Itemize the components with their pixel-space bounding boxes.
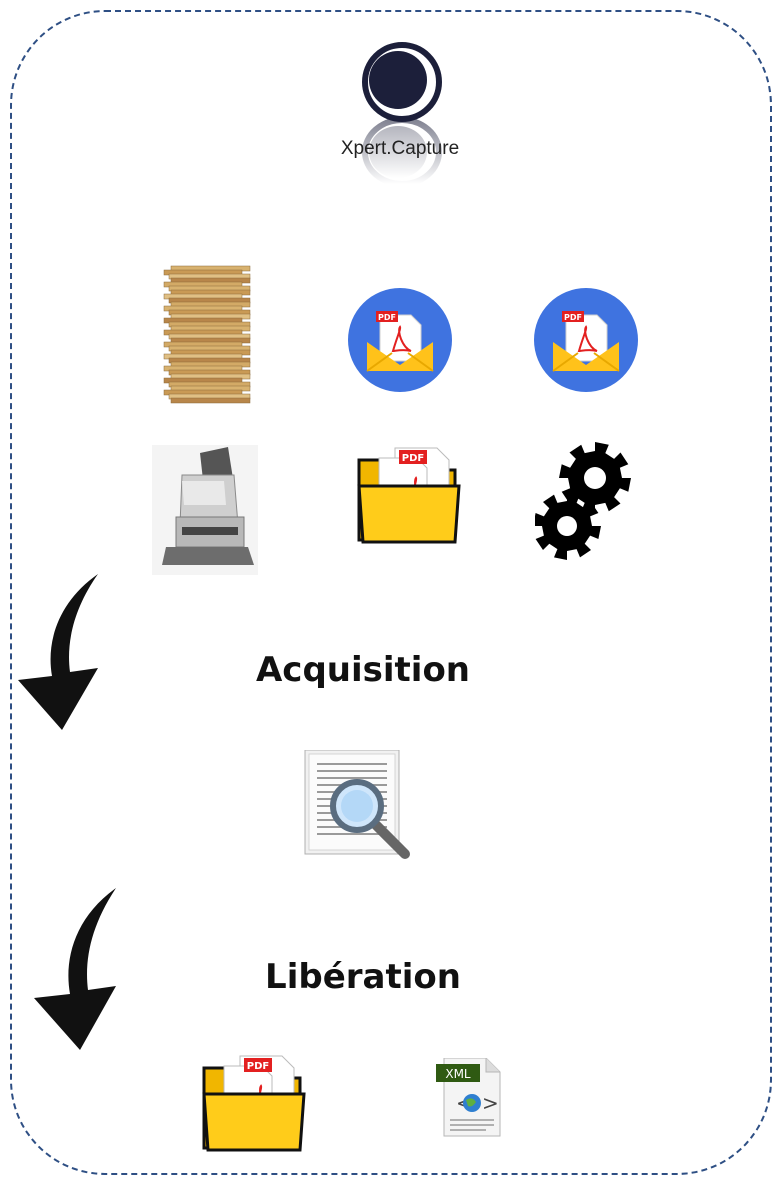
diagram-frame (10, 10, 772, 1175)
svg-text:PDF: PDF (378, 313, 396, 322)
svg-text:PDF: PDF (564, 313, 582, 322)
pdf-folder-icon: PDF (355, 440, 465, 546)
down-arrow-icon (18, 572, 108, 732)
xpert-capture-logo-icon (360, 40, 444, 190)
pdf-email-icon: PDF (533, 287, 639, 393)
pdf-email-icon: PDF (347, 287, 453, 393)
svg-text:XML: XML (445, 1067, 471, 1081)
down-arrow-icon (34, 886, 124, 1052)
brand-name: Xpert.Capture (340, 138, 460, 159)
svg-text:PDF: PDF (247, 1061, 269, 1072)
svg-text:PDF: PDF (402, 453, 424, 464)
paper-stack-icon (160, 262, 260, 410)
xml-file-icon: XML < > (436, 1058, 506, 1138)
stage-title-liberation: Libération (265, 957, 461, 997)
gears-icon (535, 440, 635, 562)
pdf-folder-icon: PDF (200, 1048, 310, 1154)
document-review-icon (303, 750, 413, 860)
document-scanner-icon (152, 445, 258, 575)
svg-text:>: > (482, 1091, 499, 1115)
stage-title-acquisition: Acquisition (255, 650, 471, 690)
